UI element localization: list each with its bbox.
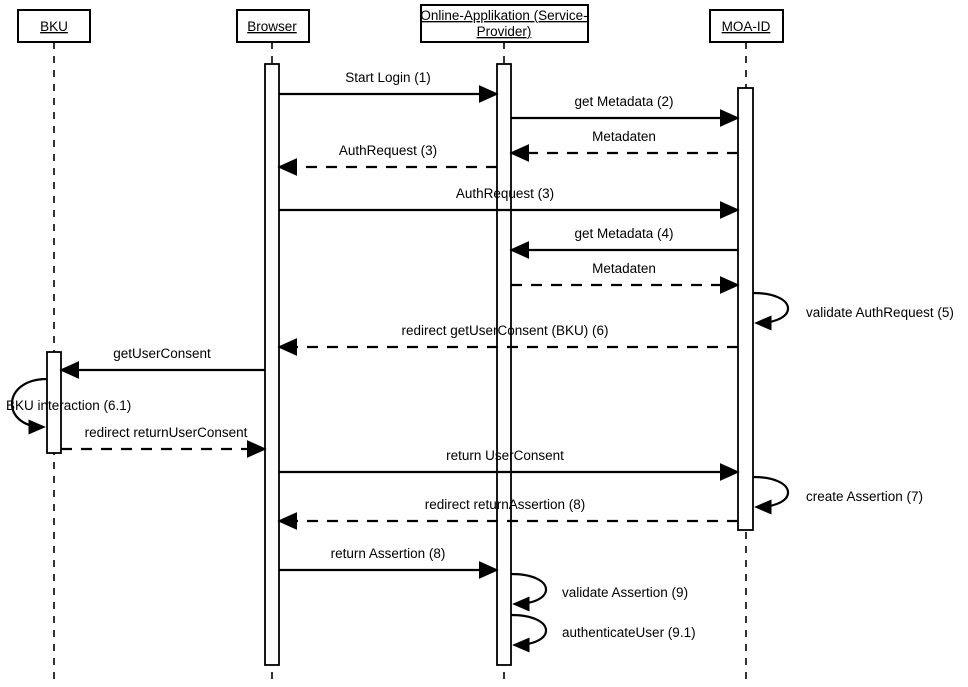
participant-box-oa[interactable] [420, 4, 589, 43]
self-message-4: validate Assertion (9) [510, 572, 688, 612]
participant-label-moaid: MOA-ID [722, 19, 771, 34]
message-7: Metadaten [511, 261, 740, 294]
message-label-3: Metadaten [592, 129, 656, 144]
participant-box-bku[interactable] [17, 9, 91, 43]
activation-bar-oa [496, 63, 512, 666]
message-label-11: return UserConsent [446, 448, 564, 463]
message-label-4: AuthRequest (3) [339, 143, 437, 158]
message-label-9: getUserConsent [113, 346, 211, 361]
message-label-13: return Assertion (8) [331, 546, 446, 561]
self-message-arrow-5 [510, 613, 547, 653]
self-message-arrow-4 [510, 572, 547, 612]
message-11: return UserConsent [279, 448, 740, 481]
message-label-1: Start Login (1) [345, 70, 431, 85]
message-8: redirect getUserConsent (BKU) (6) [277, 323, 738, 356]
participant-box-moaid[interactable] [709, 9, 784, 43]
self-message-label-5: authenticateUser (9.1) [562, 625, 696, 640]
self-message-label-4: validate Assertion (9) [562, 585, 688, 600]
message-5: AuthRequest (3) [279, 186, 740, 219]
message-label-6: get Metadata (4) [574, 226, 673, 241]
activation-bar-browser [264, 63, 280, 666]
participant-label-oa: Online-Applikation (Service- [420, 8, 587, 23]
self-message-label-3: create Assertion (7) [806, 489, 923, 504]
activation-bars-group [46, 63, 754, 666]
participant-headers-group: BKU Browser Online-Applikation (Service-Pr… [17, 4, 784, 43]
self-message-2: BKU interaction (6.1) [6, 377, 131, 435]
message-10: redirect returnUserConsent [61, 425, 267, 458]
participant-label-bku: BKU [40, 19, 68, 34]
message-4: AuthRequest (3) [277, 143, 497, 176]
message-label-12: redirect returnAssertion (8) [425, 497, 586, 512]
message-13: return Assertion (8) [279, 546, 499, 579]
message-label-10: redirect returnUserConsent [85, 425, 248, 440]
message-9: getUserConsent [59, 346, 265, 379]
activation-bar-moaid [737, 87, 754, 531]
message-1: Start Login (1) [279, 70, 499, 103]
self-message-arrow-3 [752, 475, 789, 515]
participant-label-browser: Browser [247, 19, 297, 34]
message-label-2: get Metadata (2) [574, 94, 673, 109]
message-label-5: AuthRequest (3) [456, 186, 554, 201]
self-message-1: validate AuthRequest (5) [752, 291, 954, 331]
message-3: Metadaten [509, 129, 738, 162]
message-6: get Metadata (4) [509, 226, 738, 259]
message-label-7: Metadaten [592, 261, 656, 276]
participant-box-browser[interactable] [236, 9, 310, 43]
message-label-8: redirect getUserConsent (BKU) (6) [401, 323, 608, 338]
messages-group: Start Login (1) get Metadata (2) Metadaten… [59, 70, 740, 579]
activation-bar-bku [46, 351, 62, 454]
self-message-5: authenticateUser (9.1) [510, 613, 696, 653]
self-message-label-2: BKU interaction (6.1) [6, 398, 131, 413]
self-message-3: create Assertion (7) [752, 475, 923, 515]
self-message-arrow-2 [10, 377, 48, 435]
self-message-label-1: validate AuthRequest (5) [806, 305, 954, 320]
self-message-arrow-1 [752, 291, 789, 331]
message-12: redirect returnAssertion (8) [277, 497, 738, 530]
participant-label-oa-line2: Provider) [477, 24, 532, 39]
self-messages-group: validate AuthRequest (5) BKU interaction … [6, 291, 954, 653]
message-2: get Metadata (2) [511, 94, 740, 127]
